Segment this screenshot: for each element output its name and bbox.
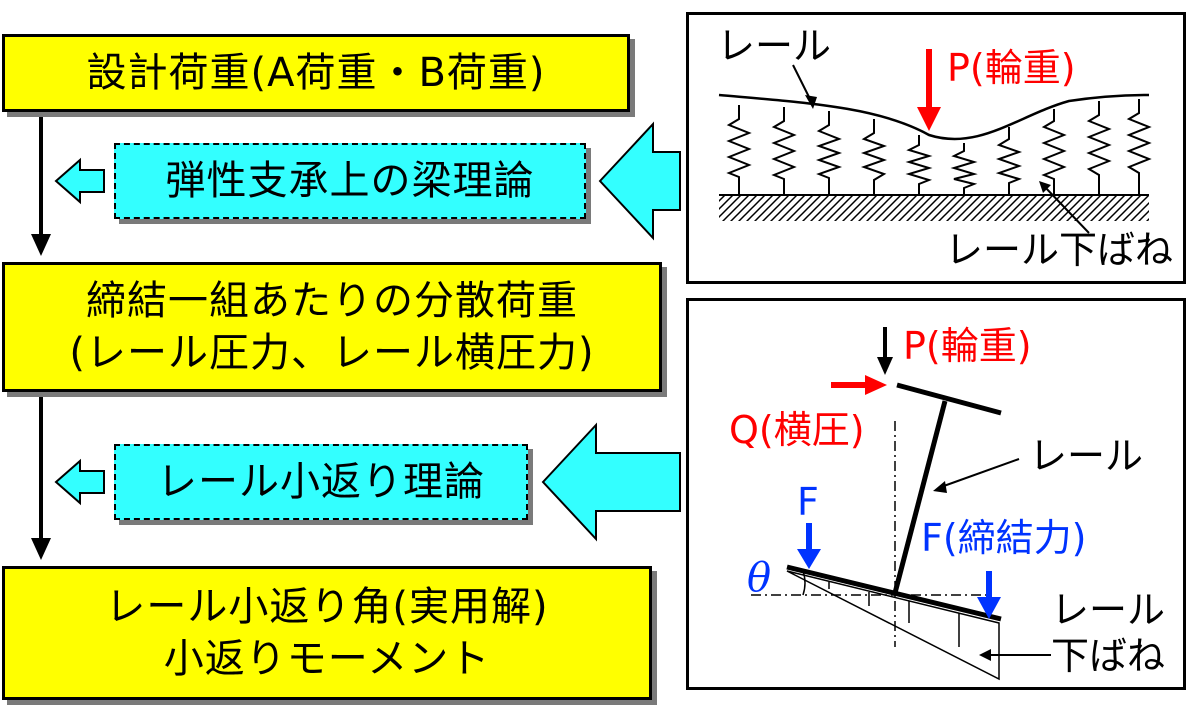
rail-label: レール <box>717 24 831 68</box>
f-arrow-right <box>977 571 1001 619</box>
flow-arrow-2 <box>31 392 51 560</box>
spring-leader <box>1042 184 1090 234</box>
load-arrow <box>877 327 893 375</box>
rail-curve <box>718 93 1150 141</box>
rollover-angle-box: レール小返り角(実用解) 小返りモーメント <box>2 566 652 700</box>
rail-leader <box>940 458 1020 488</box>
rail-rollover-theory-text: レール小返り理論 <box>157 459 485 505</box>
big-left-arrow-2 <box>541 422 681 542</box>
f-arrow-left <box>797 523 821 569</box>
spring-label-line1: レール <box>1051 588 1165 632</box>
spring-label: レール下ばね <box>945 228 1173 272</box>
rollover-angle-line2: 小返りモーメント <box>163 636 491 682</box>
distributed-load-box: 締結一組あたりの分散荷重 (レール圧力、レール横圧力) <box>2 262 662 392</box>
elastic-foundation-figure: P(輪重) レール レール下ばね <box>717 24 1173 272</box>
rail-leader <box>792 64 812 102</box>
rollover-angle-line1: レール小返り角(実用解) <box>105 584 549 630</box>
theta-arc <box>802 570 806 596</box>
load-label: P(輪重) <box>947 46 1076 90</box>
spring-reaction-triangle <box>786 570 1000 681</box>
rail-head <box>896 382 1002 416</box>
rail-rollover-theory-box: レール小返り理論 <box>114 444 528 520</box>
distributed-load-line1: 締結一組あたりの分散荷重 <box>86 278 578 324</box>
big-left-arrow-1 <box>598 121 681 241</box>
elastic-foundation-panel: P(輪重) レール レール下ばね <box>686 12 1186 284</box>
load-label: P(輪重) <box>903 324 1032 368</box>
load-arrow <box>917 49 941 131</box>
flow-arrow-1 <box>31 112 51 256</box>
distributed-load-line2: (レール圧力、レール横圧力) <box>69 330 595 376</box>
springs <box>726 99 1152 195</box>
lateral-label: Q(横圧) <box>729 408 865 452</box>
rail-label: レール <box>1029 434 1143 478</box>
small-left-arrow-1 <box>54 157 105 205</box>
small-left-arrow-2 <box>54 458 105 506</box>
design-load-box: 設計荷重(A荷重・B荷重) <box>2 34 630 112</box>
lateral-arrow <box>831 375 887 395</box>
rail-base <box>786 564 1002 622</box>
rail-web <box>892 400 948 594</box>
design-load-text: 設計荷重(A荷重・B荷重) <box>86 50 546 96</box>
ground-hatch <box>719 195 1149 221</box>
beam-theory-text: 弾性支承上の梁理論 <box>165 158 535 204</box>
fastening-label: F(締結力) <box>921 516 1087 560</box>
rail-rollover-figure: P(輪重) Q(横圧) レール F F(締結力) θ レール 下ばね <box>729 324 1165 681</box>
rail-rollover-panel: P(輪重) Q(横圧) レール F F(締結力) θ レール 下ばね <box>686 298 1186 690</box>
theta-label: θ <box>747 555 771 601</box>
f-label: F <box>797 480 819 524</box>
spring-label-line2: 下ばね <box>1051 634 1165 678</box>
beam-theory-box: 弾性支承上の梁理論 <box>114 143 586 219</box>
spring-reaction-dividers <box>828 582 960 647</box>
